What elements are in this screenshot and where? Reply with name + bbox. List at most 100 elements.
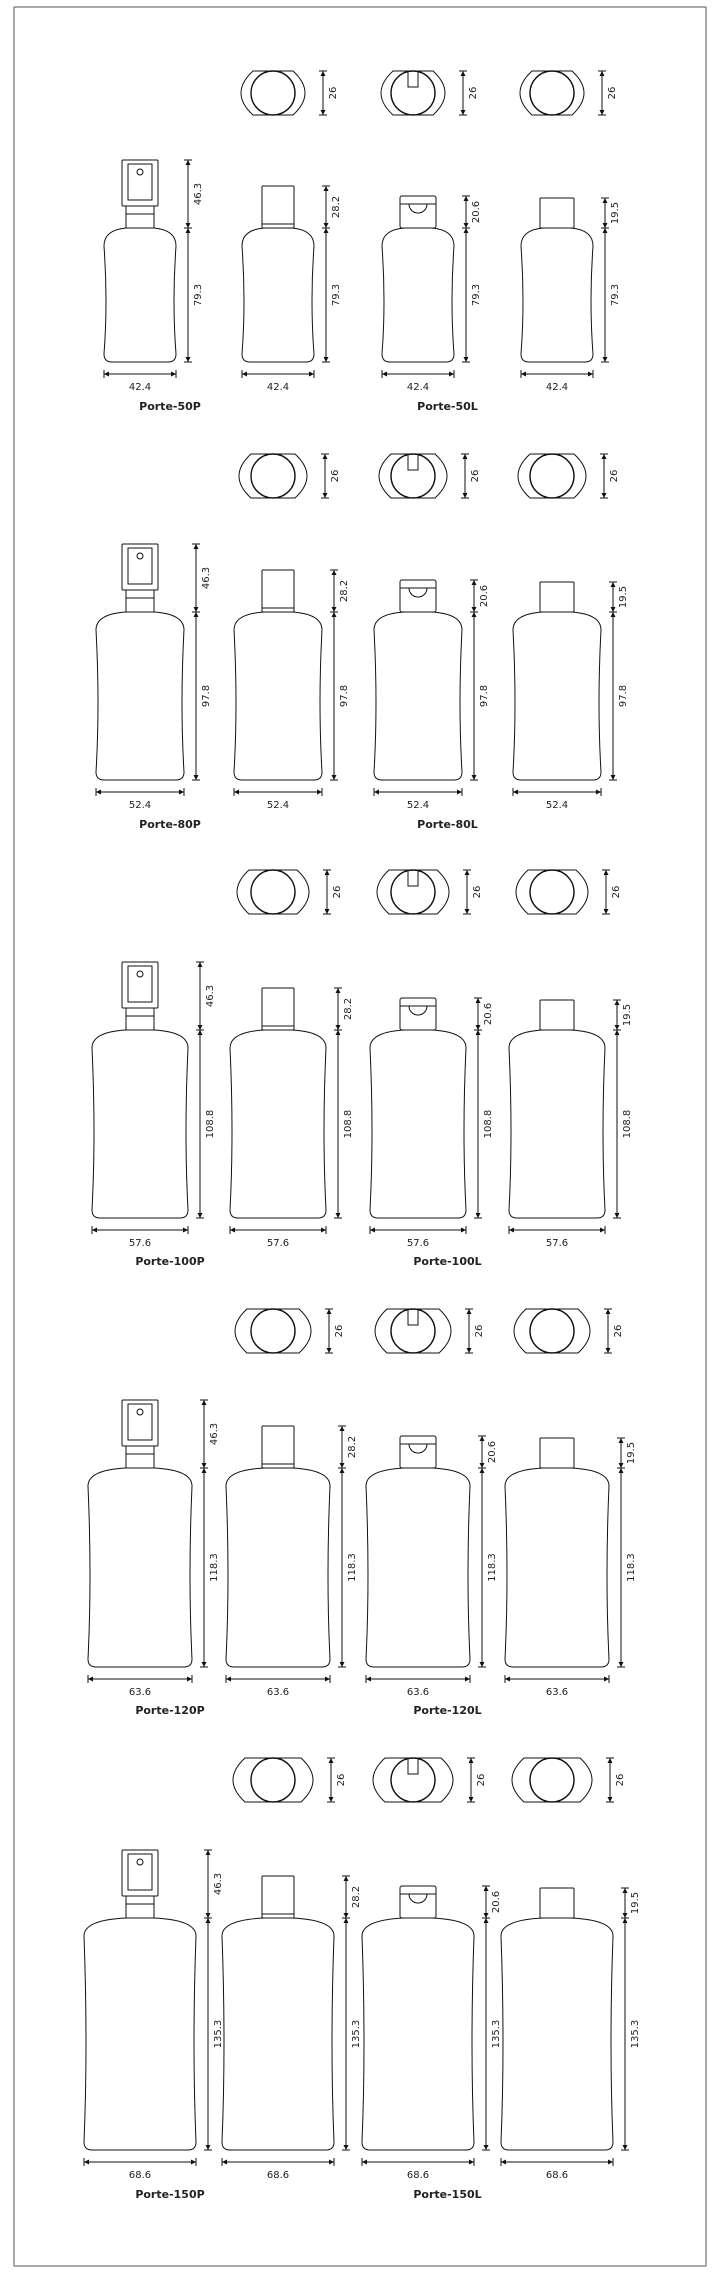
width-dimension: 63.6 [87, 1675, 193, 1698]
arrow-head [234, 789, 239, 795]
neck-dimension: 26 [465, 1308, 485, 1354]
bottle-body [87, 1467, 193, 1668]
arrow-head [618, 1468, 624, 1473]
top-view-outline [232, 1757, 314, 1803]
cap-height-dimension-label: 28.2 [343, 998, 354, 1020]
cap-height-dimension-label: 46.3 [201, 567, 212, 589]
width-dimension-label: 68.6 [546, 2170, 568, 2181]
neck-dimension: 26 [461, 453, 481, 499]
width-dimension-label: 68.6 [267, 2170, 289, 2181]
arrow-head [509, 1227, 514, 1233]
body-height-dimension-label: 118.3 [487, 1553, 498, 1582]
arrow-head [460, 71, 466, 76]
arrow-head [335, 1025, 341, 1030]
arrow-head [323, 357, 329, 362]
arrow-head [479, 1468, 485, 1473]
neck-circle [390, 1308, 436, 1354]
arrow-head [197, 1025, 203, 1030]
lotion-model-label: Porte-80L [417, 818, 478, 831]
cap-height-dimension: 19.5 [601, 197, 621, 229]
width-dimension: 42.4 [381, 370, 455, 393]
arrow-head [464, 870, 470, 875]
arrow-head [618, 1662, 624, 1667]
arrow-head [323, 223, 329, 228]
neck-circle [390, 453, 436, 499]
arrow-head [326, 1348, 332, 1353]
cap-height-dimension-label: 28.2 [351, 1886, 362, 1908]
arrow-head [201, 1468, 207, 1473]
body-height-dimension-label: 79.3 [193, 284, 204, 306]
pump-nozzle [127, 1403, 153, 1441]
neck-dimension: 26 [323, 869, 343, 915]
bottle-body [361, 1917, 475, 2151]
arrow-head [462, 454, 468, 459]
width-dimension-label: 63.6 [129, 1687, 151, 1698]
width-dimension: 57.6 [508, 1226, 606, 1249]
arrow-head [610, 582, 616, 587]
screw-cap [261, 569, 295, 613]
neck-dimension-label: 26 [476, 1774, 487, 1787]
arrow-head [193, 607, 199, 612]
top-view-outline [515, 869, 589, 915]
top-view-outline [519, 70, 585, 116]
arrow-head [475, 1025, 481, 1030]
arrow-head [197, 1030, 203, 1035]
top-view-outline [517, 453, 587, 499]
arrow-head [460, 110, 466, 115]
width-dimension-label: 68.6 [129, 2170, 151, 2181]
screw-cap [261, 185, 295, 229]
top-view-outline [374, 1308, 452, 1354]
neck-circle [529, 453, 575, 499]
arrow-head [471, 607, 477, 612]
width-dimension: 68.6 [500, 2158, 614, 2181]
neck-dimension-label: 26 [468, 87, 479, 100]
neck-circle [250, 453, 296, 499]
width-dimension-label: 52.4 [129, 800, 151, 811]
width-dimension-label: 52.4 [407, 800, 429, 811]
disc-cap [539, 197, 575, 229]
cap-height-dimension: 20.6 [474, 997, 494, 1031]
arrow-head [331, 607, 337, 612]
arrow-head [324, 870, 330, 875]
body-height-dimension: 108.8 [613, 1029, 633, 1219]
body-height-dimension: 135.3 [204, 1917, 224, 2151]
arrow-head [471, 775, 477, 780]
top-view-flip: 26 [378, 453, 481, 499]
flip-cap [399, 579, 437, 613]
arrow-head [471, 612, 477, 617]
arrow-head [608, 2159, 613, 2165]
arrow-head [185, 160, 191, 165]
pump-collar [125, 1445, 155, 1469]
width-dimension: 42.4 [241, 370, 315, 393]
cap-height-dimension-label: 19.5 [626, 1442, 637, 1464]
bottle-body [512, 611, 602, 781]
width-dimension-label: 42.4 [267, 382, 289, 393]
arrow-head [320, 110, 326, 115]
neck-dimension-label: 26 [609, 470, 620, 483]
top-view-outline [234, 1308, 312, 1354]
cap-height-dimension-label: 28.2 [331, 196, 342, 218]
bottle-disc: 19.579.342.4 [520, 197, 621, 393]
body-height-dimension: 135.3 [482, 1917, 502, 2151]
pump-collar [125, 589, 155, 613]
bottle-body [83, 1917, 197, 2151]
neck-dimension-label: 26 [470, 470, 481, 483]
arrow-head [603, 909, 609, 914]
disc-cap [539, 999, 575, 1031]
body-height-dimension-label: 118.3 [626, 1553, 637, 1582]
cap-height-dimension-label: 20.6 [487, 1441, 498, 1463]
pump-head [121, 1849, 159, 1897]
arrow-head [323, 186, 329, 191]
arrow-head [335, 988, 341, 993]
arrow-head [226, 1676, 231, 1682]
arrow-head [197, 962, 203, 967]
width-dimension-label: 52.4 [267, 800, 289, 811]
cap-height-dimension: 28.2 [334, 987, 354, 1031]
screw-cap [261, 1875, 295, 1919]
arrow-head [599, 110, 605, 115]
arrow-head [475, 1213, 481, 1218]
cap-height-dimension: 28.2 [342, 1875, 362, 1919]
screw-cap [261, 987, 295, 1031]
